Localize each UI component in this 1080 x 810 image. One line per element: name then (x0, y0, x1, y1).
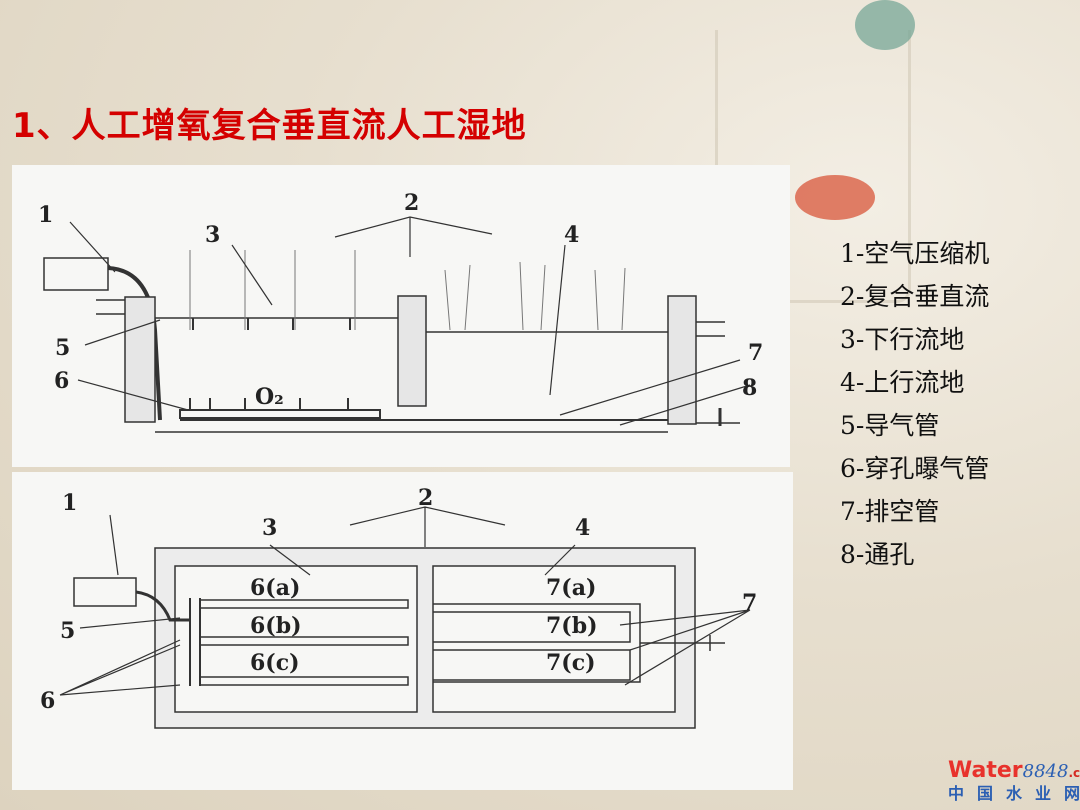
plan-label-5: 5 (60, 618, 75, 644)
pipe-7c: 7(c) (546, 650, 596, 676)
pipe-6c: 6(c) (250, 650, 300, 676)
legend: 1-空气压缩机 2-复合垂直流 3-下行流地 4-上行流地 5-导气管 6-穿孔… (840, 232, 989, 576)
label-8: 8 (742, 375, 757, 401)
wall-left (124, 296, 156, 423)
slide-title: 1、人工增氧复合垂直流人工湿地 (12, 106, 527, 146)
label-7: 7 (748, 340, 763, 366)
legend-item: 3-下行流地 (840, 325, 965, 354)
label-4: 4 (564, 222, 579, 248)
air-compressor-box (43, 257, 109, 291)
legend-item: 2-复合垂直流 (840, 282, 990, 311)
legend-item: 4-上行流地 (840, 368, 965, 397)
pipe-7a: 7(a) (546, 575, 596, 601)
legend-item: 7-排空管 (840, 497, 940, 526)
plan-label-4: 4 (575, 515, 590, 541)
label-1: 1 (38, 202, 53, 228)
legend-item: 8-通孔 (840, 540, 915, 569)
legend-item: 1-空气压缩机 (840, 239, 990, 268)
flower-decoration (795, 175, 875, 220)
watermark-suffix: .com (1068, 766, 1080, 780)
plan-label-6: 6 (40, 688, 55, 714)
pipe-6b: 6(b) (250, 613, 302, 639)
label-3: 3 (205, 222, 220, 248)
air-compressor-box-plan (73, 577, 137, 607)
wall-middle (397, 295, 427, 407)
watermark-brand: Water (948, 758, 1023, 783)
plan-label-2: 2 (418, 485, 433, 511)
pipe-6a: 6(a) (250, 575, 300, 601)
watermark-number: 8848 (1022, 761, 1069, 782)
watermark-logo: Water8848.com 中国水业网 (948, 758, 1080, 804)
label-6: 6 (54, 368, 69, 394)
watermark-chinese: 中国水业网 (948, 784, 1080, 803)
wall-right (667, 295, 697, 425)
plan-label-7: 7 (742, 590, 757, 616)
legend-item: 6-穿孔曝气管 (840, 454, 990, 483)
oxygen-label: O₂ (255, 384, 284, 410)
label-2: 2 (404, 190, 419, 216)
leaf-decoration (855, 0, 915, 50)
label-5: 5 (55, 335, 70, 361)
pipe-7b: 7(b) (546, 613, 598, 639)
plan-label-3: 3 (262, 515, 277, 541)
legend-item: 5-导气管 (840, 411, 940, 440)
plan-label-1: 1 (62, 490, 77, 516)
